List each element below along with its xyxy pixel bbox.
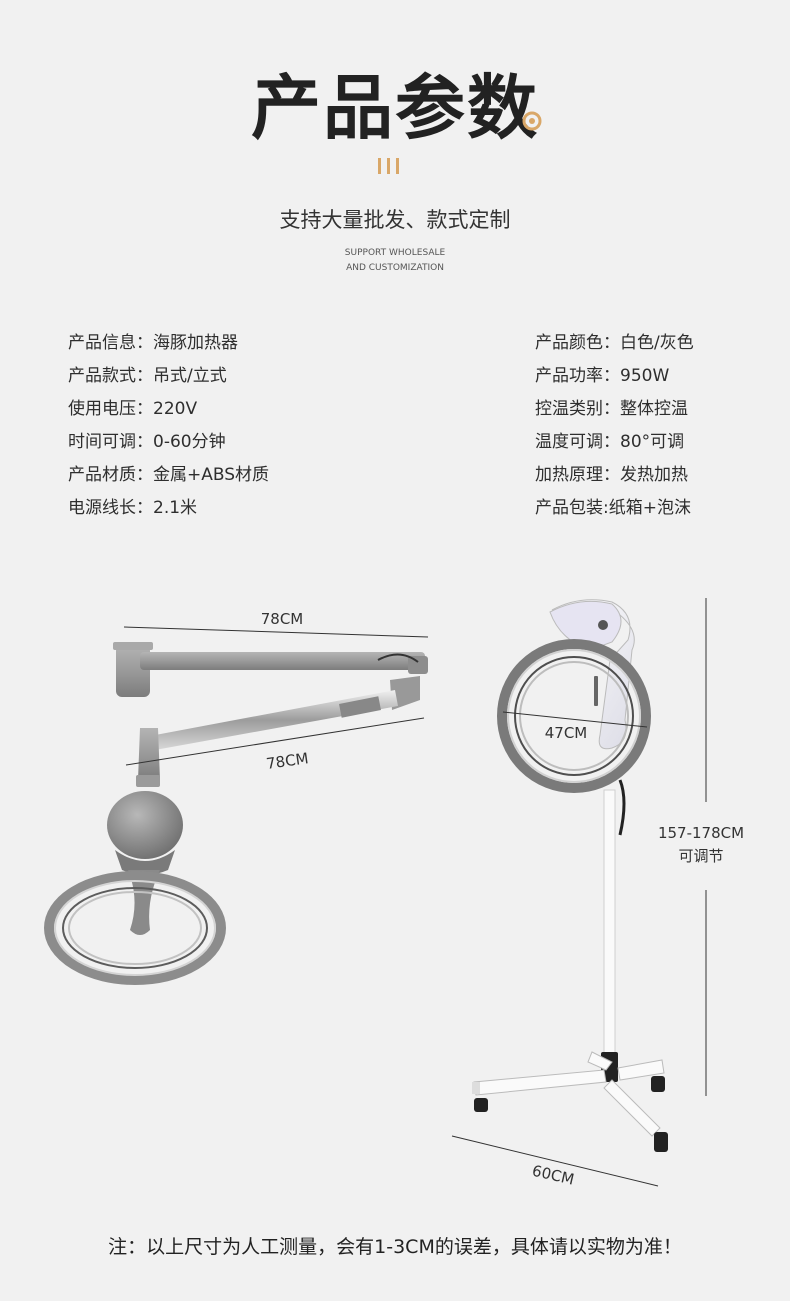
dimension-line-upper-arm (123, 626, 429, 638)
subtitle-en-line2: AND CUSTOMIZATION (346, 263, 444, 273)
spec-row: 产品功率：950W (535, 366, 670, 386)
spec-row: 产品材质：金属+ABS材质 (68, 465, 270, 485)
title-circle-decoration (522, 111, 542, 131)
stand-base (473, 1069, 607, 1096)
heating-ring (497, 639, 651, 793)
heating-ring (44, 871, 226, 985)
page-title: 产品参数 (251, 67, 539, 149)
dimension-line-ring (502, 711, 648, 728)
page-subtitle: 支持大量批发、款式定制 (279, 208, 511, 232)
stand-pole (603, 789, 616, 1071)
accent-bars-decoration (378, 158, 405, 178)
product-illustration: 78CM 78CM 47CM 157-178CM 可调节 60CM (44, 598, 744, 1189)
spec-row: 温度可调：80°可调 (535, 432, 685, 452)
spec-row: 产品款式：吊式/立式 (68, 366, 227, 386)
dim-upper-arm: 78CM (261, 610, 304, 628)
hanging-heater (44, 642, 428, 985)
dim-base: 60CM (530, 1162, 575, 1189)
measurement-note: 注：以上尺寸为人工测量，会有1-3CM的误差，具体请以实物为准！ (108, 1236, 682, 1258)
dim-lower-arm: 78CM (265, 749, 310, 773)
standing-heater (472, 599, 668, 1152)
spec-row: 产品信息：海豚加热器 (68, 333, 238, 353)
spec-row: 使用电压：220V (68, 399, 198, 419)
upper-arm (140, 652, 425, 670)
heater-head (551, 599, 635, 750)
page-subtitle-english: SUPPORT WHOLESALE AND CUSTOMIZATION (0, 246, 790, 276)
heater-dome (107, 791, 183, 859)
dim-ring: 47CM (545, 724, 588, 742)
spec-row: 时间可调：0-60分钟 (68, 432, 226, 452)
dim-height-line1: 157-178CM (658, 824, 744, 842)
lower-arm (150, 690, 398, 750)
subtitle-en-line1: SUPPORT WHOLESALE (344, 248, 446, 258)
dimension-line-lower-arm (125, 717, 425, 766)
specs-left-column: 产品信息：海豚加热器 产品款式：吊式/立式 使用电压：220V 时间可调：0-6… (68, 327, 269, 525)
spec-row: 产品包装:纸箱+泡沫 (535, 498, 691, 518)
spec-row: 产品颜色：白色/灰色 (535, 333, 694, 353)
spec-row: 加热原理：发热加热 (535, 465, 688, 485)
dimension-line-base (451, 1135, 659, 1187)
specs-right-column: 产品颜色：白色/灰色 产品功率：950W 控温类别：整体控温 温度可调：80°可… (535, 327, 694, 525)
spec-row: 电源线长：2.1米 (68, 498, 198, 518)
dim-height-line2: 可调节 (678, 847, 723, 865)
spec-row: 控温类别：整体控温 (535, 399, 688, 419)
